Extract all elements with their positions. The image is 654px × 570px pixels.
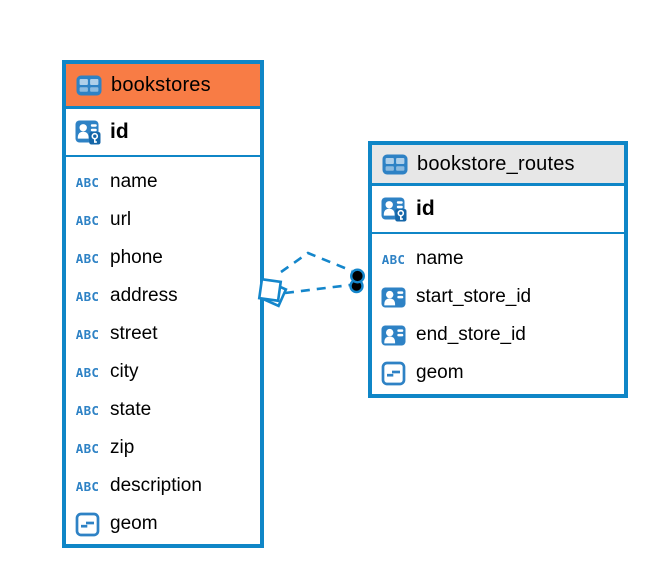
table-icon xyxy=(75,72,102,98)
fk-icon xyxy=(380,322,407,348)
column-row-id[interactable]: id xyxy=(66,112,260,152)
column-row-start_store_id[interactable]: start_store_id xyxy=(372,278,624,316)
column-row-url[interactable]: ABC url xyxy=(66,201,260,239)
column-label: zip xyxy=(110,437,135,458)
relation-line-lower[interactable] xyxy=(284,283,351,295)
column-label: geom xyxy=(110,513,158,534)
varchar-icon: ABC xyxy=(75,402,100,418)
pk-icon xyxy=(74,119,101,145)
column-row-geom[interactable]: geom xyxy=(66,505,260,543)
column-label: id xyxy=(416,197,435,220)
entity-title: bookstore_routes xyxy=(417,152,575,175)
varchar-icon: ABC xyxy=(381,251,406,267)
object-icon xyxy=(380,360,407,386)
primary-key-section: id xyxy=(66,109,260,157)
column-label: name xyxy=(110,171,158,192)
column-label: state xyxy=(110,399,152,420)
column-row-name[interactable]: ABC name xyxy=(372,240,624,278)
entity-header[interactable]: bookstore_routes xyxy=(372,145,624,186)
columns-section: ABC name start_store_id end_store_id geom xyxy=(372,234,624,396)
column-label: street xyxy=(110,323,158,344)
column-row-street[interactable]: ABC street xyxy=(66,315,260,353)
column-row-phone[interactable]: ABC phone xyxy=(66,239,260,277)
column-label: city xyxy=(110,361,139,382)
column-row-state[interactable]: ABC state xyxy=(66,391,260,429)
relation-dot-marker[interactable] xyxy=(349,268,366,294)
primary-key-section: id xyxy=(372,186,624,234)
column-label: id xyxy=(110,120,129,143)
column-row-id[interactable]: id xyxy=(372,189,624,229)
column-label: end_store_id xyxy=(416,324,526,345)
column-row-end_store_id[interactable]: end_store_id xyxy=(372,316,624,354)
column-label: start_store_id xyxy=(416,286,532,307)
fk-icon xyxy=(380,284,407,310)
varchar-icon: ABC xyxy=(75,288,100,304)
relation-diamond-marker[interactable] xyxy=(257,277,288,308)
varchar-icon: ABC xyxy=(75,478,100,494)
table-icon xyxy=(381,151,408,177)
relation-line-upper[interactable] xyxy=(280,251,353,274)
object-icon xyxy=(74,511,101,537)
entity-header[interactable]: bookstores xyxy=(66,64,260,109)
column-row-geom[interactable]: geom xyxy=(372,354,624,392)
varchar-icon: ABC xyxy=(75,364,100,380)
column-label: geom xyxy=(416,362,464,383)
column-label: phone xyxy=(110,247,163,268)
varchar-icon: ABC xyxy=(75,250,100,266)
column-row-city[interactable]: ABC city xyxy=(66,353,260,391)
entity-bookstore-routes[interactable]: bookstore_routes id ABC name start_store_… xyxy=(368,141,628,398)
column-label: address xyxy=(110,285,178,306)
varchar-icon: ABC xyxy=(75,440,100,456)
column-row-name[interactable]: ABC name xyxy=(66,163,260,201)
column-row-description[interactable]: ABC description xyxy=(66,467,260,505)
varchar-icon: ABC xyxy=(75,174,100,190)
column-label: name xyxy=(416,248,464,269)
column-label: url xyxy=(110,209,132,230)
varchar-icon: ABC xyxy=(75,326,100,342)
entity-title: bookstores xyxy=(111,73,211,96)
column-row-zip[interactable]: ABC zip xyxy=(66,429,260,467)
pk-icon xyxy=(380,196,407,222)
varchar-icon: ABC xyxy=(75,212,100,228)
column-row-address[interactable]: ABC address xyxy=(66,277,260,315)
column-label: description xyxy=(110,475,202,496)
